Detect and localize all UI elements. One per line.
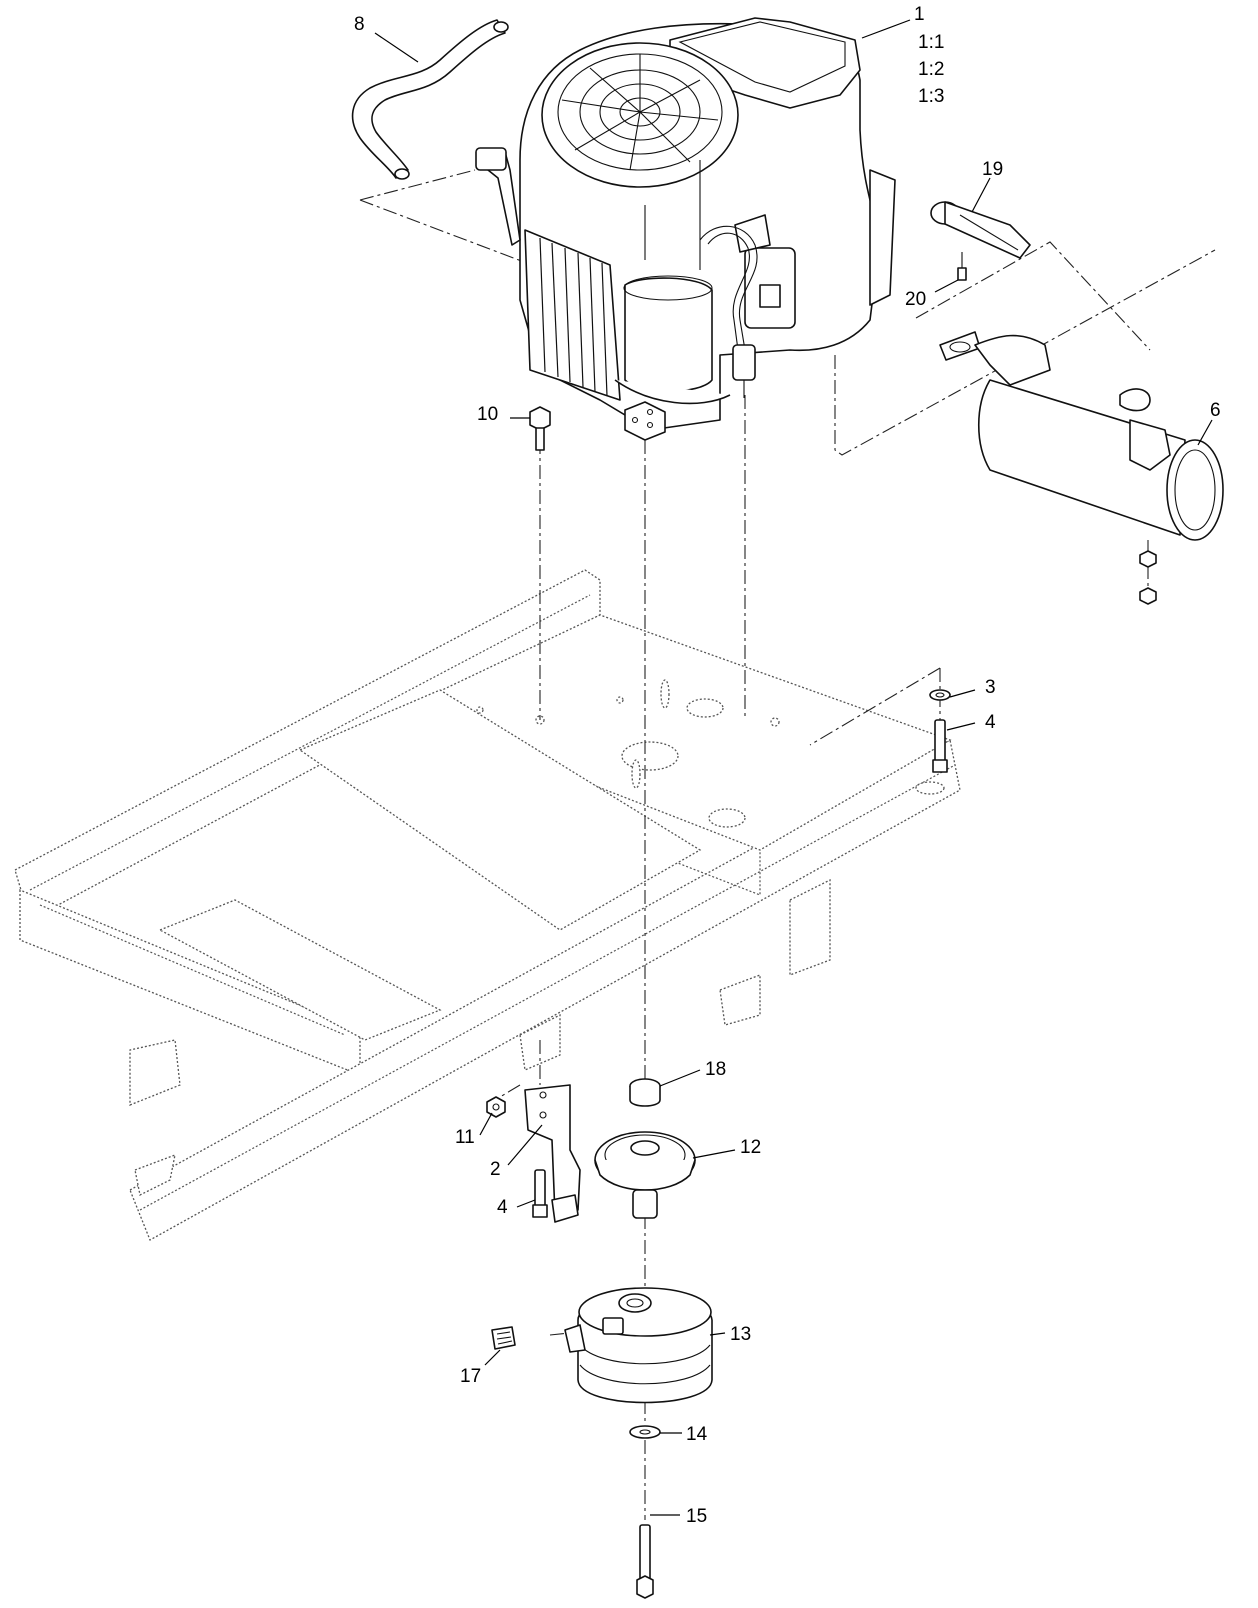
callout-6: 6	[1210, 400, 1221, 421]
callout-4-right: 4	[985, 712, 996, 733]
washer-14	[629, 1425, 661, 1439]
idler-bracket	[524, 1084, 581, 1223]
callout-labels: 1 1:1 1:2 1:3 8 19 20 6 10 3 4 18 12 11 …	[354, 4, 1221, 1527]
exhaust-deflector	[930, 201, 1031, 281]
callout-1-3: 1:3	[918, 86, 944, 107]
spacer-18	[629, 1078, 661, 1107]
callout-18: 18	[705, 1059, 726, 1080]
callout-12: 12	[740, 1137, 761, 1158]
callout-15: 15	[686, 1506, 707, 1527]
pulley-12	[594, 1131, 696, 1219]
clutch-13	[564, 1287, 713, 1404]
callout-4-left: 4	[497, 1197, 508, 1218]
leader-lines	[374, 19, 1213, 1516]
bolt-15	[636, 1524, 654, 1599]
callout-1-1: 1:1	[918, 32, 944, 53]
callout-1-2: 1:2	[918, 59, 944, 80]
muffler-assembly	[939, 331, 1224, 605]
callout-11: 11	[455, 1127, 475, 1148]
bolt-4-left	[532, 1169, 548, 1218]
callout-13: 13	[730, 1324, 751, 1345]
callout-14: 14	[686, 1424, 708, 1445]
callout-2: 2	[490, 1159, 501, 1180]
breather-hose	[351, 19, 509, 180]
callout-1: 1	[914, 4, 925, 25]
callout-8: 8	[354, 14, 365, 35]
callout-19: 19	[982, 159, 1003, 180]
washer-bolt-right	[929, 689, 951, 773]
assembly-lines	[359, 169, 1216, 1520]
callout-20: 20	[905, 289, 926, 310]
nut-11	[486, 1096, 506, 1118]
frame-chassis	[14, 569, 961, 1241]
callout-10: 10	[477, 404, 498, 425]
engine-assembly	[475, 17, 896, 441]
connector-17	[491, 1326, 516, 1350]
bolt-10	[529, 406, 551, 451]
callout-17: 17	[460, 1366, 481, 1387]
callout-3: 3	[985, 677, 996, 698]
